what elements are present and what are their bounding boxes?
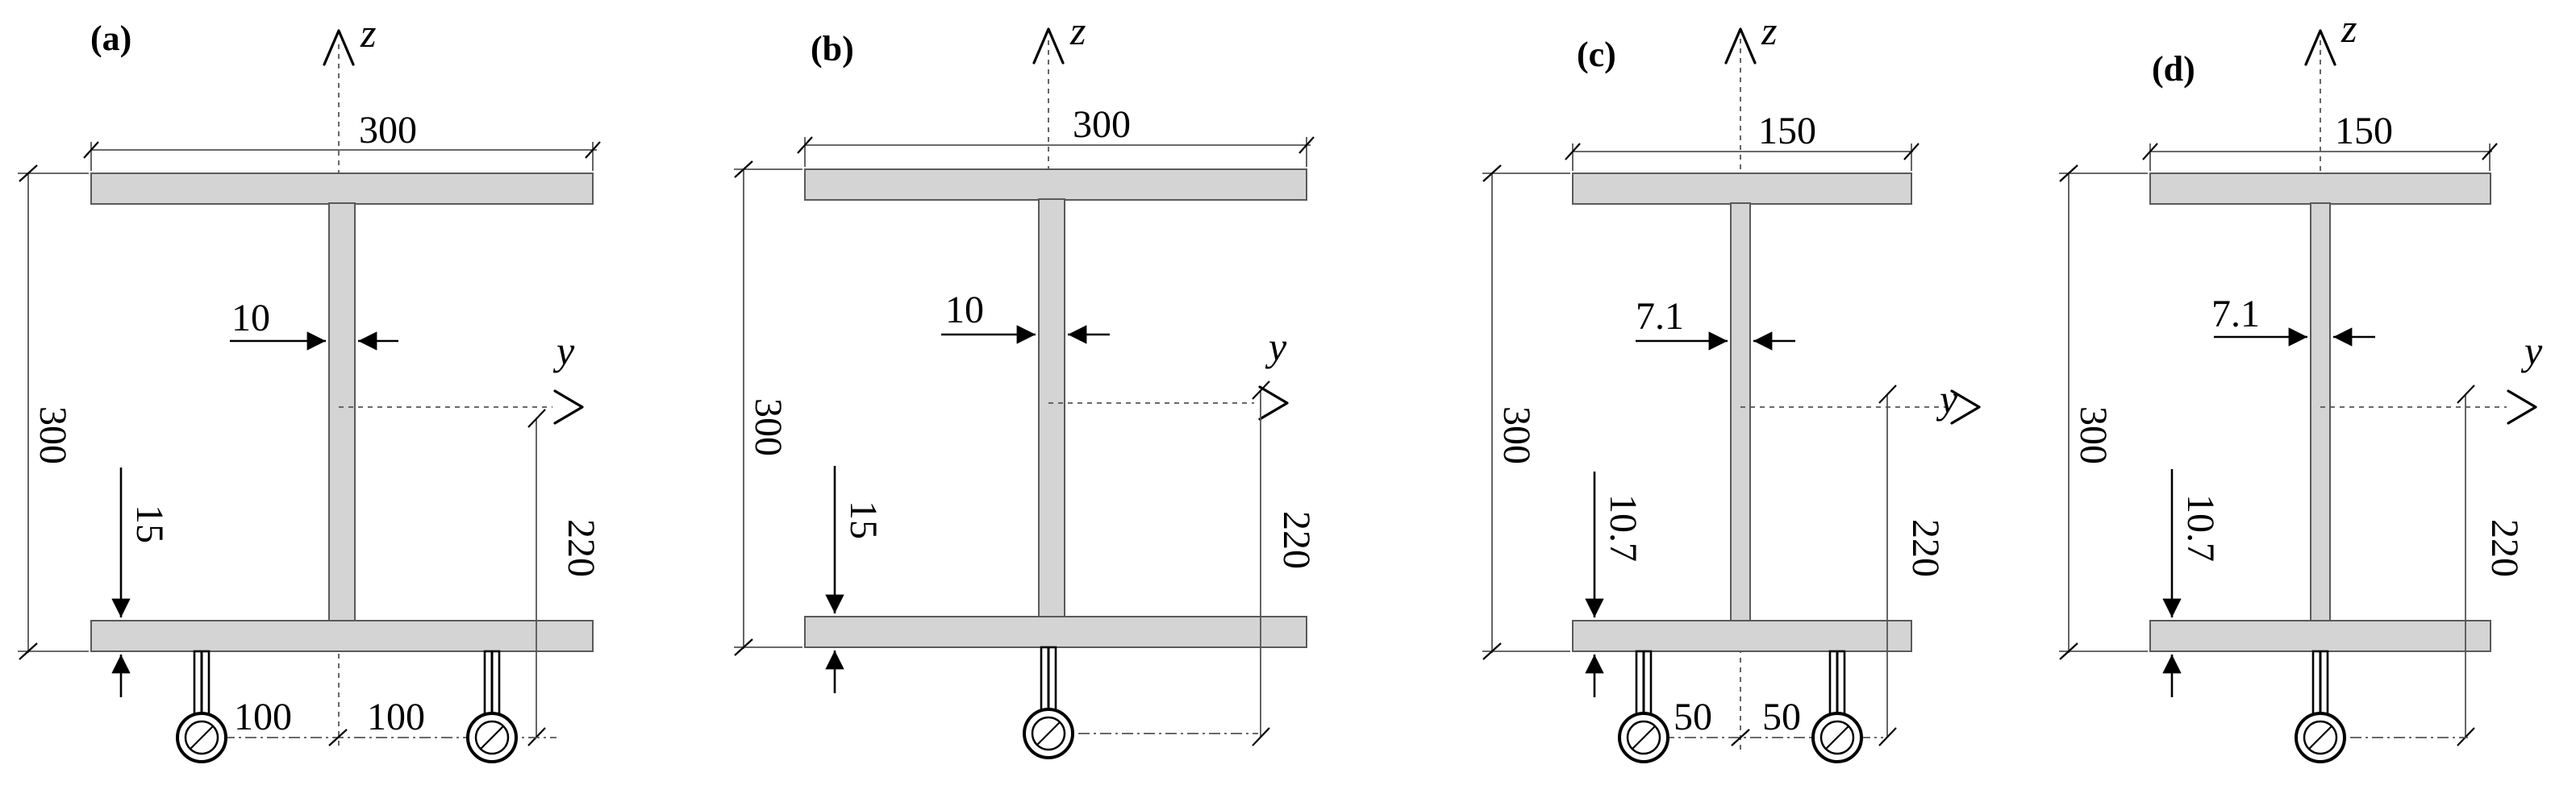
panel-c: (c) z 150 300 7.1 10.7 y 220 (1482, 8, 1981, 763)
panel-b-top-flange (804, 168, 1307, 201)
panel-d-flange-label: 10.7 (2179, 494, 2222, 562)
panel-b: (b) z 300 300 10 15 y 220 (734, 8, 1318, 759)
panel-c-anchor-offset-left-label: 50 (1674, 696, 1712, 738)
panel-d-y-label: y (2520, 328, 2543, 373)
panel-b-label: (b) (811, 29, 854, 69)
panel-a-web-label: 10 (231, 297, 270, 339)
panel-d-label: (d) (2152, 49, 2195, 89)
panel-a-web (328, 202, 356, 623)
panel-d-z-label: z (2340, 6, 2357, 51)
panel-d-y-arrow-icon (2507, 389, 2537, 425)
panel-b-web (1038, 198, 1065, 619)
panel-c-width-label: 150 (1758, 110, 1816, 152)
panel-c-label: (c) (1577, 35, 1616, 74)
panel-c-z-arrow-icon (1724, 27, 1757, 64)
panel-a-flange-label: 15 (128, 505, 171, 543)
panel-a-z-arrow-icon (323, 29, 355, 66)
panel-b-bottom-flange (804, 616, 1307, 648)
panel-c-bottom-flange (1572, 620, 1912, 652)
panel-d: (d) z 150 300 7.1 10.7 y 220 (2059, 6, 2543, 763)
panel-a-width-label: 300 (359, 109, 417, 152)
panel-a-top-flange (90, 172, 594, 205)
panel-c-anchor-height-label: 220 (1904, 519, 1947, 577)
panel-c-web (1730, 202, 1751, 623)
panel-a-anchor-height-label: 220 (560, 519, 602, 577)
panel-d-height-label: 300 (2072, 406, 2115, 464)
panel-c-y-arrow-icon (1950, 389, 1981, 425)
panel-a: (a) z 300 300 10 15 y (18, 10, 602, 763)
panel-d-z-arrow-icon (2304, 29, 2336, 66)
panel-d-top-flange (2149, 172, 2491, 205)
panel-a-height-label: 300 (31, 406, 74, 464)
panel-c-flange-label: 10.7 (1602, 494, 1644, 562)
panel-b-z-label: z (1069, 8, 1086, 53)
panel-c-anchor-offset-right-label: 50 (1762, 696, 1801, 738)
panel-a-y-arrow-icon (553, 389, 584, 425)
panel-b-web-label: 10 (945, 289, 984, 331)
panel-b-anchor-height-label: 220 (1275, 511, 1318, 569)
panel-b-y-label: y (1265, 324, 1287, 369)
panel-a-label: (a) (90, 19, 131, 58)
panel-d-web (2310, 202, 2331, 623)
panel-c-web-label: 7.1 (1636, 295, 1684, 338)
panel-a-y-label: y (552, 328, 575, 373)
panel-a-bottom-flange (90, 620, 594, 652)
panel-a-anchor-offset-left-label: 100 (234, 696, 292, 738)
panel-b-width-label: 300 (1073, 103, 1131, 146)
panel-a-z-label: z (360, 10, 376, 56)
panel-d-web-label: 7.1 (2211, 293, 2260, 335)
panel-c-z-label: z (1761, 8, 1777, 53)
panel-d-width-label: 150 (2335, 110, 2393, 152)
panel-c-height-label: 300 (1495, 406, 1538, 464)
panel-c-y-label: y (1936, 376, 1958, 422)
panel-b-flange-label: 15 (842, 501, 885, 539)
panel-c-top-flange (1572, 172, 1912, 205)
panel-b-z-arrow-icon (1032, 27, 1065, 64)
panel-a-anchor-offset-right-label: 100 (367, 696, 425, 738)
panel-d-anchor-height-label: 220 (2483, 519, 2526, 577)
panel-d-bottom-flange (2149, 620, 2491, 652)
panel-b-height-label: 300 (747, 398, 790, 456)
panel-b-y-arrow-icon (1258, 385, 1289, 421)
